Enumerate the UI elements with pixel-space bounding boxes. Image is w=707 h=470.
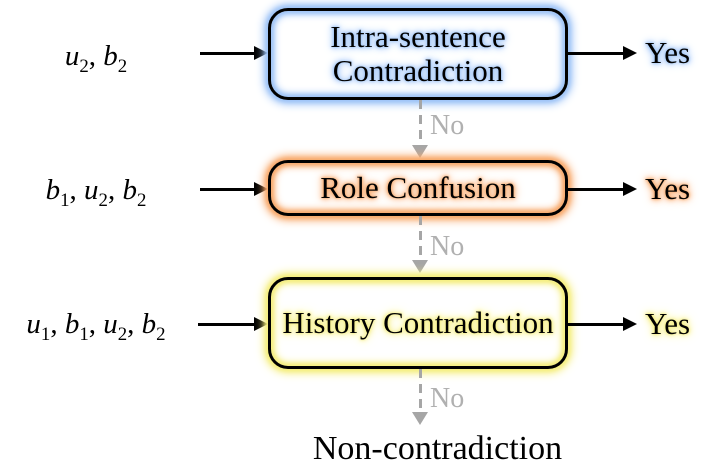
final-outcome-label: Non-contradiction (312, 430, 563, 467)
down-dashed-arrow-icon (405, 100, 435, 158)
decision-box-label: Role Confusion (320, 170, 516, 205)
arrow-head-icon (254, 46, 268, 60)
arrow-shaft (200, 51, 256, 55)
arrow-head-icon (623, 317, 637, 331)
decision-box: Role Confusion (268, 160, 568, 216)
arrow-head-icon (254, 182, 268, 196)
right-arrow-icon (200, 182, 268, 196)
decision-box: Intra-sentence Contradiction (268, 8, 568, 100)
decision-box-label: History Contradiction (282, 305, 554, 340)
arrow-shaft (198, 322, 256, 326)
no-label: No (430, 110, 465, 141)
yes-label: Yes (645, 306, 691, 341)
arrow-head-icon (623, 182, 637, 196)
arrow-head-icon (412, 412, 428, 425)
input-label: u1, b1, u2, b2 (26, 308, 166, 345)
arrow-shaft (568, 51, 625, 55)
decision-box-label: Intra-sentence Contradiction (330, 19, 506, 88)
yes-label: Yes (645, 171, 691, 206)
no-label: No (430, 383, 465, 414)
decision-box: History Contradiction (268, 277, 568, 369)
dashed-line (418, 216, 422, 260)
input-label: u2, b2 (64, 40, 128, 77)
down-dashed-arrow-icon (405, 369, 435, 425)
arrow-shaft (568, 187, 625, 191)
yes-label: Yes (645, 35, 691, 70)
arrow-head-icon (254, 317, 268, 331)
right-arrow-icon (568, 46, 637, 60)
down-dashed-arrow-icon (405, 216, 435, 273)
right-arrow-icon (198, 317, 268, 331)
right-arrow-icon (568, 317, 637, 331)
input-label: b1, u2, b2 (45, 174, 147, 211)
arrow-head-icon (412, 260, 428, 273)
right-arrow-icon (568, 182, 637, 196)
dashed-line (418, 100, 422, 145)
arrow-head-icon (412, 145, 428, 158)
arrow-shaft (200, 187, 256, 191)
dashed-line (418, 369, 422, 412)
no-label: No (430, 231, 465, 262)
arrow-shaft (568, 322, 625, 326)
right-arrow-icon (200, 46, 268, 60)
arrow-head-icon (623, 46, 637, 60)
